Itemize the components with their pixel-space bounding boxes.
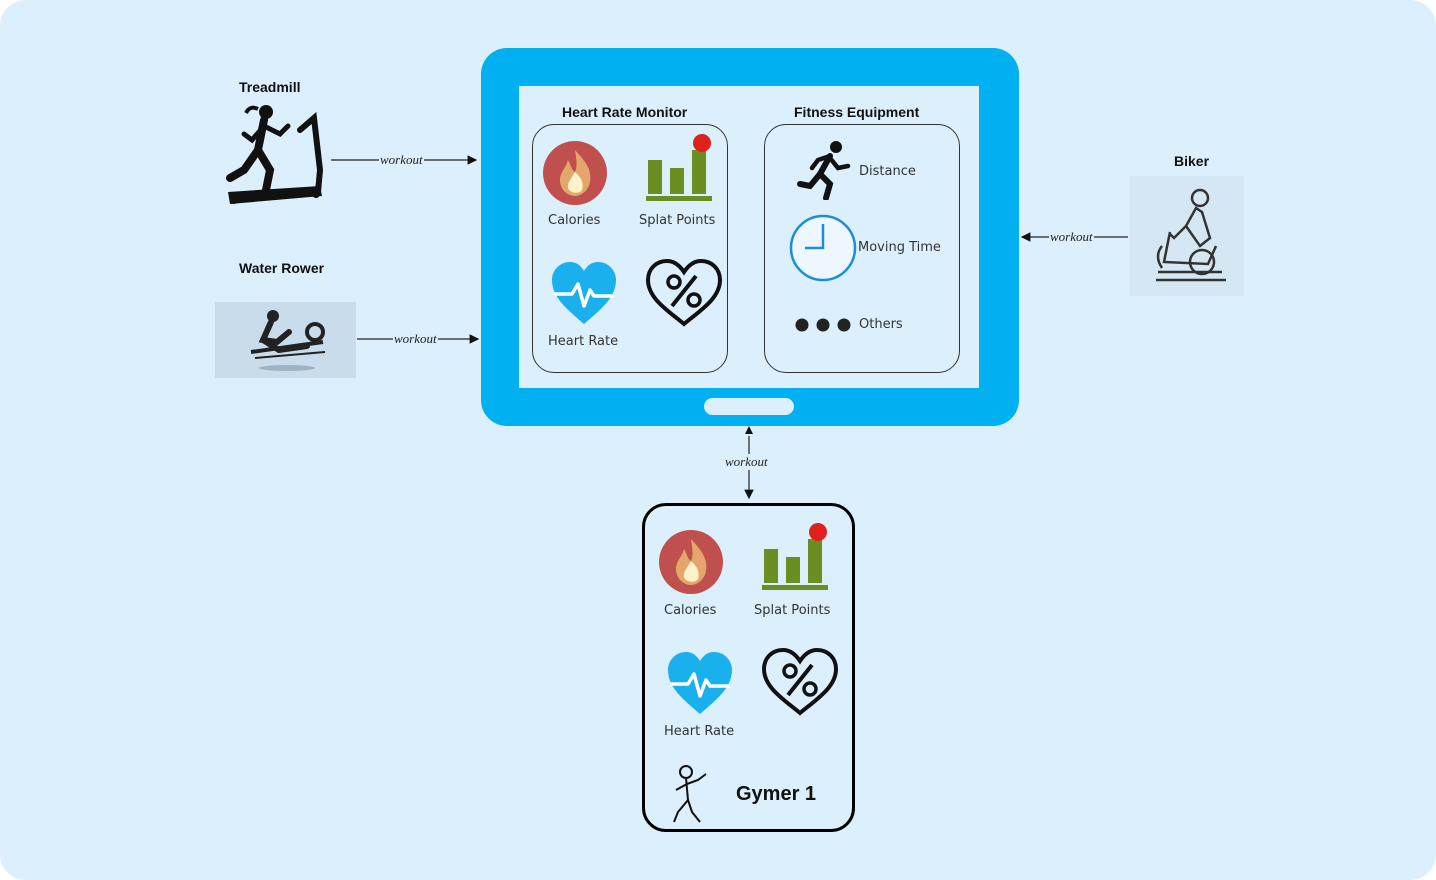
clock-icon [789, 214, 857, 282]
edge-label-gymer: workout [724, 454, 769, 470]
heart-rate-monitor-title: Heart Rate Monitor [562, 104, 688, 120]
bar-chart-icon [762, 523, 828, 590]
gymer-card [642, 503, 855, 832]
dots-icon [795, 318, 851, 332]
tablet-home-button[interactable] [704, 398, 794, 415]
fe-moving-time-label: Moving Time [858, 240, 941, 255]
fe-others-label: Others [859, 317, 903, 332]
heart-percent-icon [761, 647, 839, 716]
gymer-heart-rate-label: Heart Rate [664, 724, 735, 739]
hrm-calories-label: Calories [548, 213, 601, 228]
edge-label-biker: workout [1049, 229, 1094, 245]
biker-label: Biker [1174, 153, 1210, 169]
edge-label-treadmill: workout [379, 152, 424, 168]
rowing-machine-icon [215, 302, 356, 378]
heart-rate-icon [668, 652, 732, 714]
edge-label-rower: workout [393, 331, 438, 347]
flame-icon [543, 141, 607, 205]
tablet-screen [519, 86, 979, 388]
flame-icon [659, 530, 723, 594]
heart-rate-icon [552, 262, 616, 324]
gymer-splat-points-label: Splat Points [754, 603, 831, 618]
treadmill-label: Treadmill [239, 79, 301, 95]
fe-distance-label: Distance [859, 164, 916, 179]
hrm-splat-points-label: Splat Points [639, 213, 716, 228]
fitness-equipment-title: Fitness Equipment [794, 104, 920, 120]
fitness-equipment-panel [764, 124, 960, 373]
hrm-heart-rate-label: Heart Rate [548, 334, 619, 349]
heart-rate-monitor-panel [532, 124, 728, 373]
water-rower-label: Water Rower [239, 260, 325, 276]
heart-percent-icon [645, 258, 723, 327]
treadmill-icon [226, 105, 324, 204]
gymer-name: Gymer 1 [736, 783, 817, 805]
gymer-calories-label: Calories [664, 603, 717, 618]
runner-icon [797, 141, 851, 200]
bar-chart-icon [646, 134, 712, 201]
exercise-bike-icon [1130, 176, 1244, 296]
stick-figure-icon [673, 765, 707, 823]
